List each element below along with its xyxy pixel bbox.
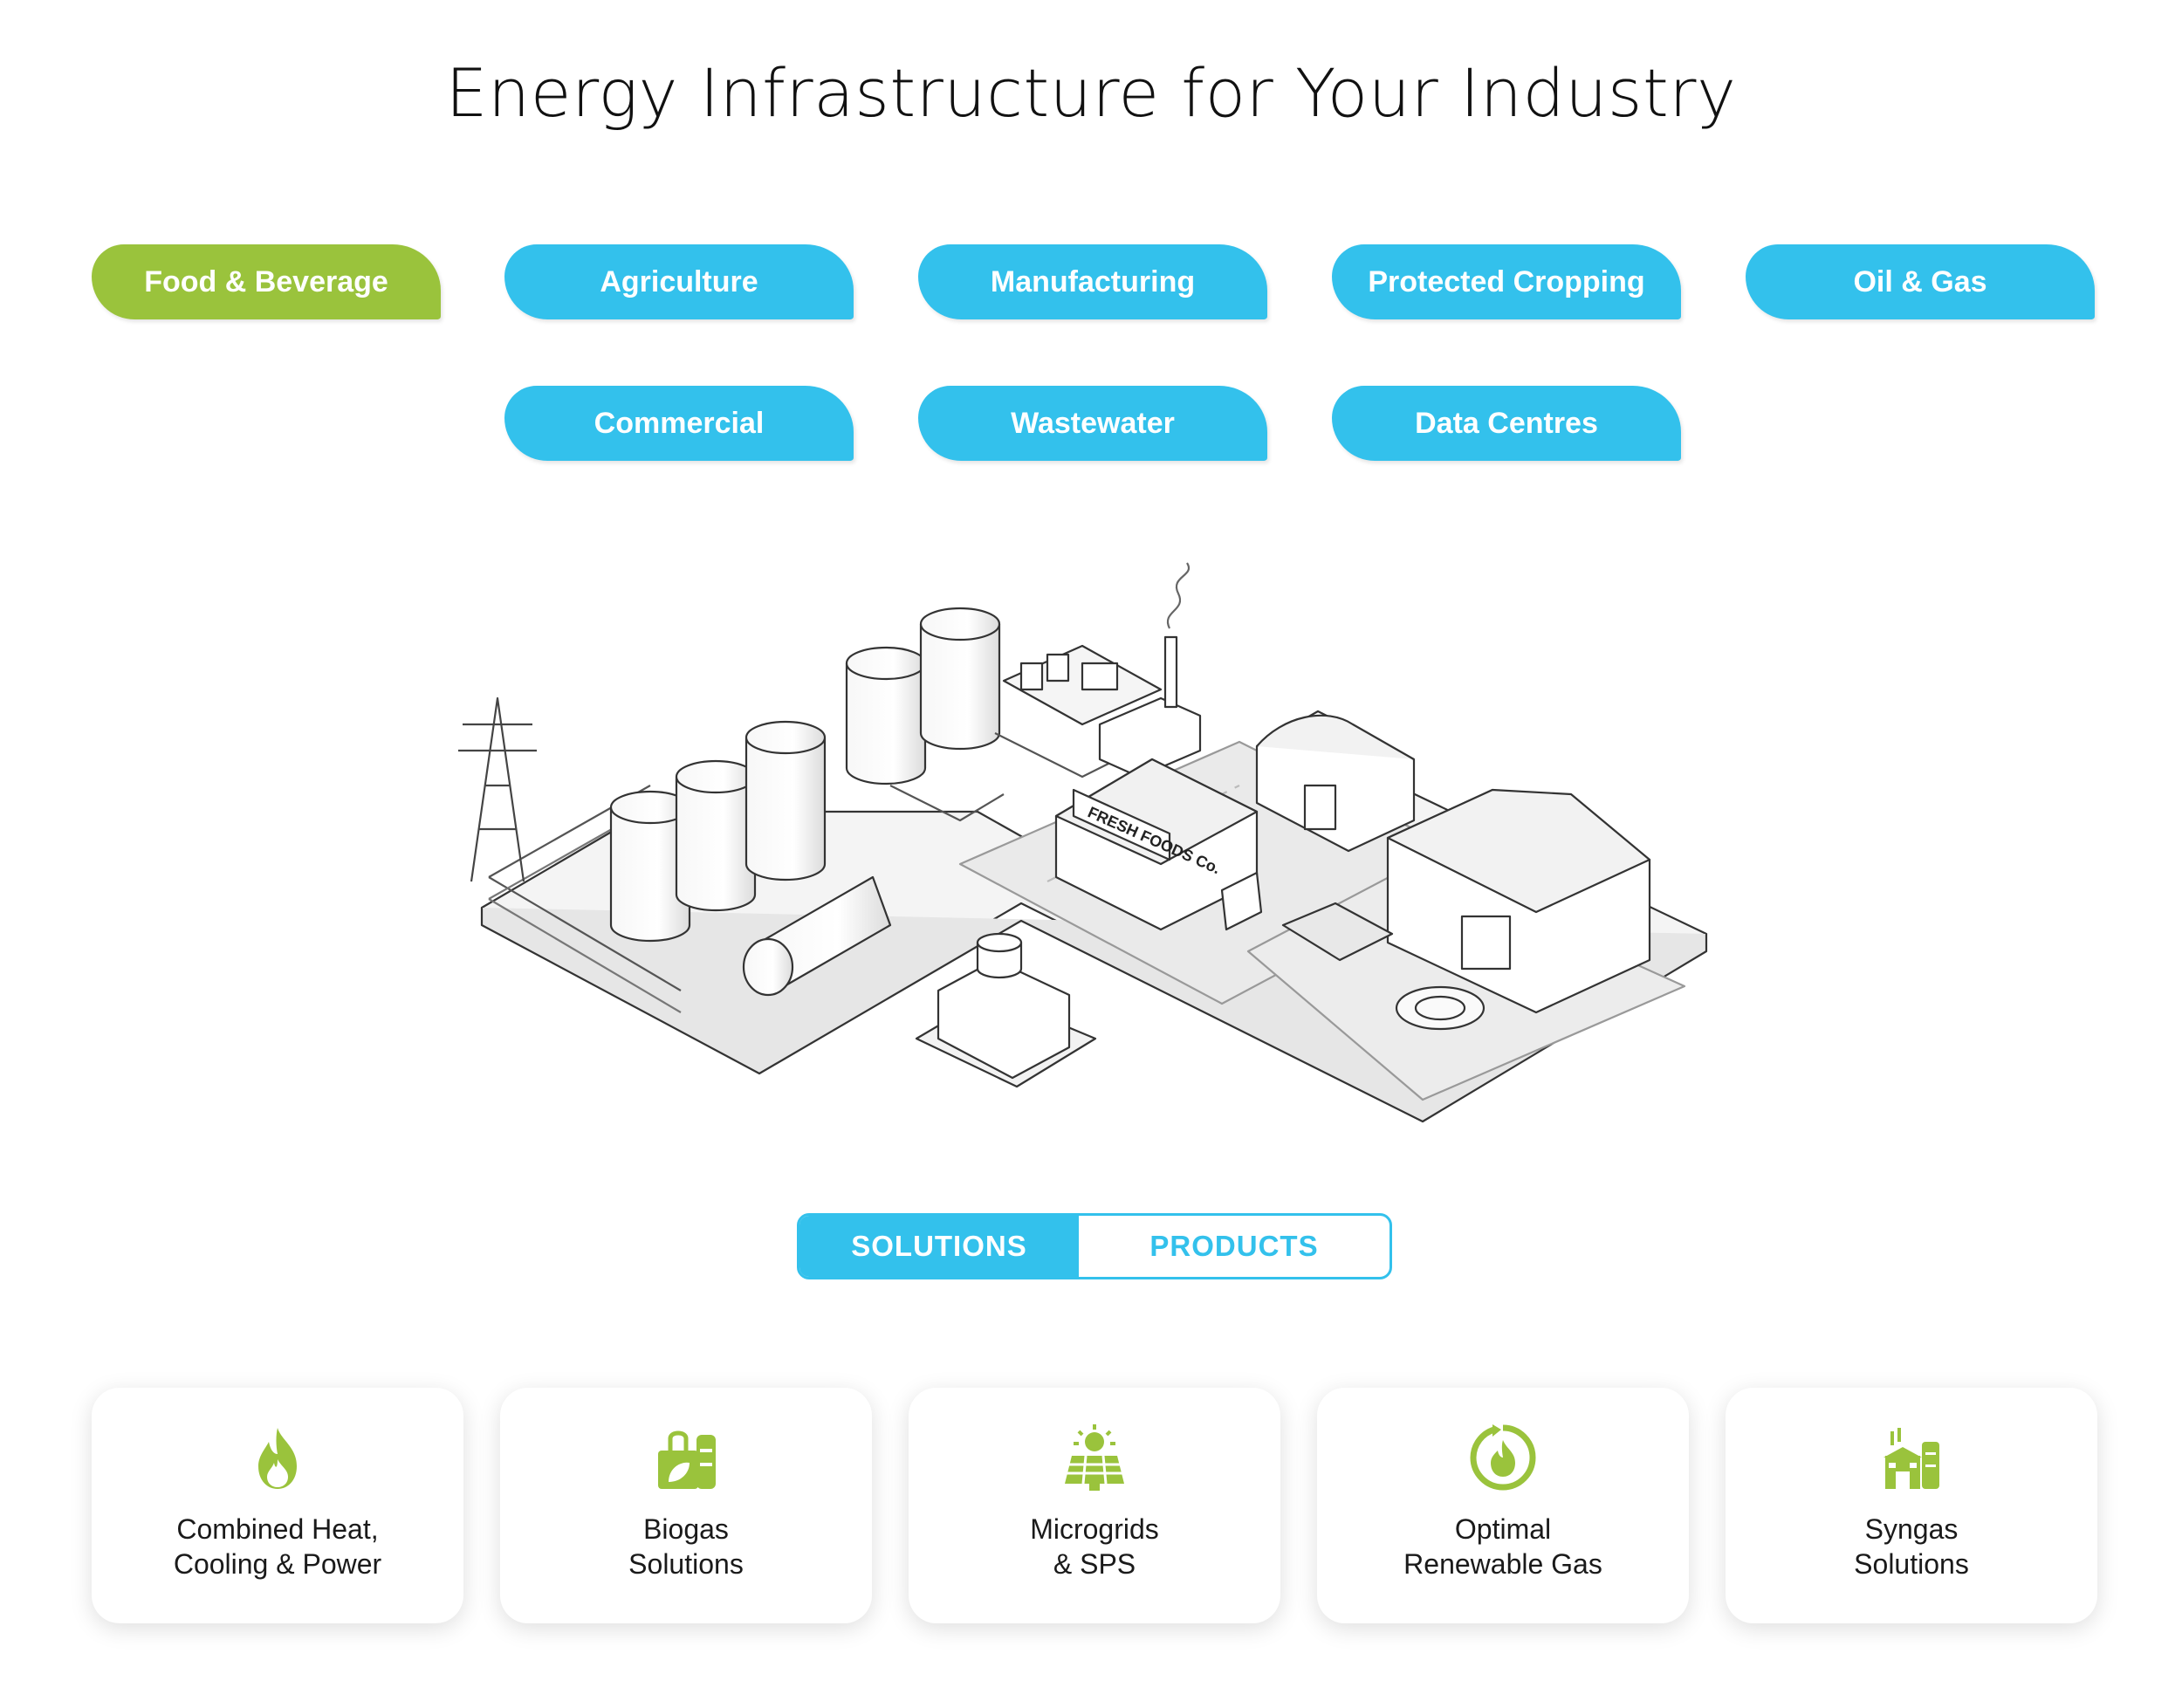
card-label: Combined Heat,Cooling & Power: [173, 1513, 382, 1580]
industry-tab-commercial[interactable]: Commercial: [504, 386, 854, 461]
renewable-gas-icon: [1470, 1424, 1536, 1491]
industry-tab-label: Oil & Gas: [1853, 264, 1987, 298]
industry-tab-agriculture[interactable]: Agriculture: [504, 244, 854, 319]
industry-tab-label: Wastewater: [1011, 406, 1175, 440]
industry-tab-label: Data Centres: [1415, 406, 1598, 440]
solar-panel-icon: [1065, 1424, 1124, 1491]
syngas-factory-icon: [1884, 1428, 1939, 1489]
solution-card-microgrids[interactable]: Microgrids& SPS: [909, 1388, 1280, 1623]
industry-tab-protected-cropping[interactable]: Protected Cropping: [1332, 244, 1681, 319]
page-title: Energy Infrastructure for Your Industry: [445, 54, 1737, 132]
card-label: Microgrids& SPS: [1030, 1513, 1159, 1580]
biogas-plant-icon: [658, 1430, 716, 1489]
industry-tab-data-centres[interactable]: Data Centres: [1332, 386, 1681, 461]
industry-tab-label: Manufacturing: [990, 264, 1196, 298]
industry-tab-oil-gas[interactable]: Oil & Gas: [1746, 244, 2095, 319]
industry-tab-label: Food & Beverage: [144, 264, 388, 298]
solutions-products-toggle: SOLUTIONS PRODUCTS: [797, 1213, 1392, 1279]
industrial-site-illustration: FRESH FOODS Co.: [458, 562, 1708, 1123]
products-tab[interactable]: PRODUCTS: [1149, 1230, 1319, 1262]
industry-tab-wastewater[interactable]: Wastewater: [918, 386, 1267, 461]
industry-tab-label: Protected Cropping: [1368, 264, 1645, 298]
solutions-tab[interactable]: SOLUTIONS: [799, 1216, 1079, 1277]
solution-card-chp[interactable]: Combined Heat,Cooling & Power: [92, 1388, 463, 1623]
industry-tab-food-beverage[interactable]: Food & Beverage: [92, 244, 441, 319]
industry-tab-manufacturing[interactable]: Manufacturing: [918, 244, 1267, 319]
industry-tab-label: Agriculture: [600, 264, 758, 298]
flame-icon: [258, 1428, 297, 1489]
industry-tab-label: Commercial: [594, 406, 765, 440]
